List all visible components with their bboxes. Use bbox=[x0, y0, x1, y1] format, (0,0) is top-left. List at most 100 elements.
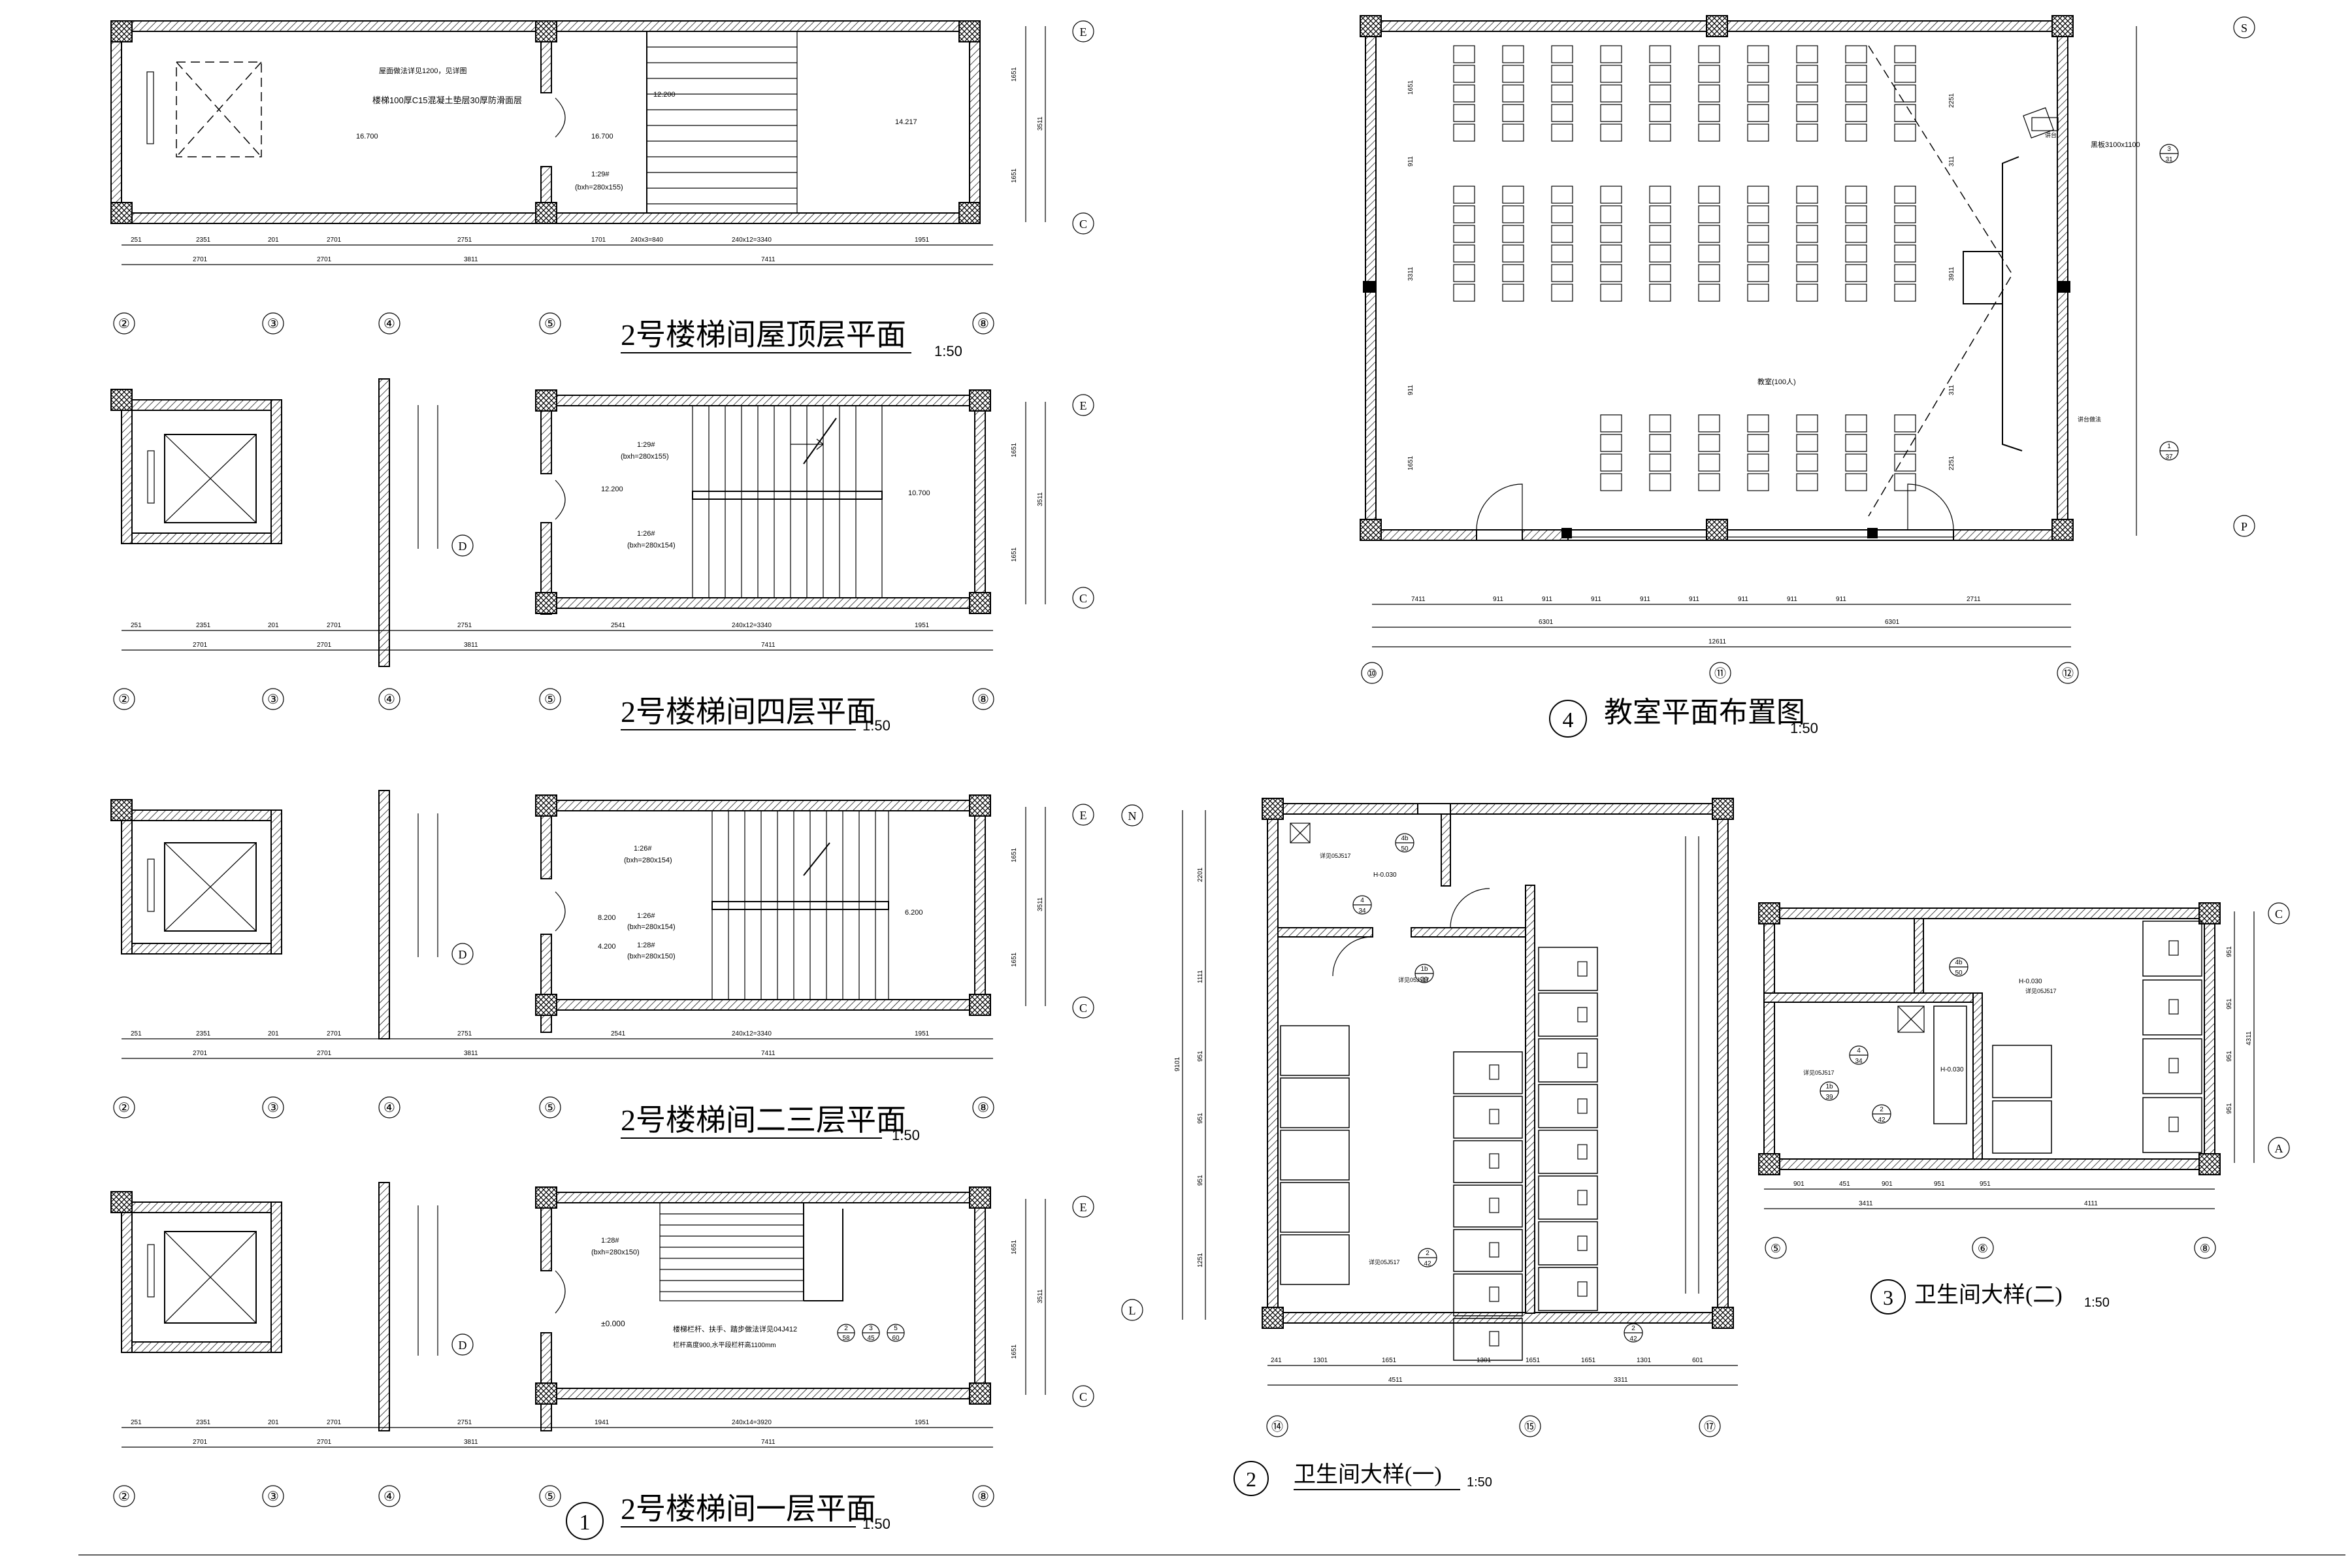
first-dim: 2701 bbox=[317, 1439, 332, 1446]
desk bbox=[1649, 473, 1671, 491]
desk bbox=[1747, 45, 1769, 63]
second-third-stair-bxh-2: (bxh=280x154) bbox=[627, 923, 676, 931]
svg-text:②: ② bbox=[118, 1490, 130, 1504]
toilet-fixture bbox=[2168, 1117, 2179, 1132]
desk bbox=[1845, 434, 1867, 452]
toilet-stall bbox=[1453, 1318, 1523, 1361]
desk bbox=[1649, 186, 1671, 204]
desk bbox=[1649, 205, 1671, 223]
second-third-stair-label-28: 1:28# bbox=[637, 941, 655, 949]
fourth-plan-title: 2号楼梯间四层平面 bbox=[621, 695, 876, 728]
second-third-stair-bxh-150: (bxh=280x150) bbox=[627, 953, 676, 960]
toilet-stall bbox=[1538, 1267, 1598, 1311]
toilet-stall bbox=[1453, 1229, 1523, 1272]
classroom-title: 教室平面布置图 bbox=[1604, 696, 1805, 728]
desk bbox=[1894, 434, 1916, 452]
toilet-fixture bbox=[1577, 1144, 1588, 1160]
toilet-stall bbox=[2142, 921, 2202, 977]
svg-text:③: ③ bbox=[267, 1490, 279, 1504]
classroom-detail-refs: 3 31 1 37 bbox=[2159, 144, 2179, 461]
toilet-stall bbox=[1538, 1038, 1598, 1083]
svg-text:⑤: ⑤ bbox=[544, 1490, 556, 1504]
svg-text:34: 34 bbox=[1855, 1058, 1863, 1065]
svg-text:E: E bbox=[1080, 1201, 1087, 1214]
desk bbox=[1747, 123, 1769, 142]
svg-text:42: 42 bbox=[1878, 1117, 1886, 1124]
roof-elev-16700-b: 16.700 bbox=[591, 133, 613, 140]
first-detail-refs: 2 58 3 45 5 60 bbox=[837, 1324, 905, 1342]
svg-text:1651: 1651 bbox=[1407, 455, 1414, 470]
first-axis-bubbles: ② ③ ④ ⑤ ⑧ E C D bbox=[113, 1196, 1094, 1507]
svg-text:39: 39 bbox=[1420, 976, 1428, 983]
desk bbox=[1551, 45, 1573, 63]
desk bbox=[1600, 434, 1622, 452]
desk bbox=[1894, 84, 1916, 103]
svg-text:1111: 1111 bbox=[1197, 970, 1204, 983]
svg-text:39: 39 bbox=[1825, 1094, 1833, 1101]
fourth-dim: 3811 bbox=[464, 642, 478, 649]
svg-text:⑤: ⑤ bbox=[544, 693, 556, 707]
desk bbox=[1894, 284, 1916, 302]
svg-text:951: 951 bbox=[1197, 1113, 1204, 1124]
t1-note-2: 详见05J517 bbox=[1398, 976, 1429, 983]
toilet-stall bbox=[1538, 1130, 1598, 1174]
t1-note-3: 详见05J517 bbox=[1369, 1258, 1400, 1266]
toilet-1-axis-bubbles: N L ⑭ ⑮ ⑰ bbox=[1121, 804, 1721, 1437]
toilet-detail-2: H-0.030 H-0.030 详见05J517 详见05J517 4 34 1… bbox=[1758, 902, 2290, 1315]
svg-text:50: 50 bbox=[1955, 970, 1963, 977]
desk bbox=[1551, 225, 1573, 243]
first-stair-treads bbox=[660, 1213, 804, 1292]
desk bbox=[1453, 45, 1475, 63]
fourth-dim: 1951 bbox=[915, 622, 930, 629]
desk bbox=[1747, 453, 1769, 472]
second-third-plan-scale: 1:50 bbox=[892, 1127, 920, 1143]
desk bbox=[1894, 123, 1916, 142]
toilet-2-detail-refs: 4 34 1b 39 2 42 4b 50 bbox=[1820, 957, 1968, 1124]
desk bbox=[1698, 244, 1720, 263]
first-elev-0000: ±0.000 bbox=[601, 1319, 625, 1328]
t1-note-1: 详见05J517 bbox=[1320, 852, 1351, 859]
roof-dim: 2351 bbox=[196, 237, 211, 244]
desk bbox=[1894, 453, 1916, 472]
classroom-desk-label: 讲台 bbox=[2045, 131, 2057, 139]
second-third-stair-treads bbox=[728, 811, 876, 1000]
roof-elev-12200: 12.200 bbox=[653, 91, 676, 99]
svg-text:951: 951 bbox=[2226, 1103, 2233, 1114]
roof-stair-bxh: (bxh=280x155) bbox=[575, 184, 623, 191]
desk bbox=[1845, 45, 1867, 63]
desk bbox=[1649, 244, 1671, 263]
roof-dim: 7411 bbox=[761, 256, 776, 263]
svg-text:2251: 2251 bbox=[1948, 93, 1955, 108]
desk bbox=[1502, 123, 1524, 142]
fourth-elev-10700: 10.700 bbox=[908, 489, 930, 497]
desk bbox=[1453, 284, 1475, 302]
svg-text:1651: 1651 bbox=[1382, 1357, 1397, 1364]
svg-text:911: 911 bbox=[1407, 385, 1414, 395]
svg-text:③: ③ bbox=[267, 317, 279, 331]
svg-text:P: P bbox=[2241, 520, 2247, 533]
desk bbox=[1698, 414, 1720, 433]
toilet-stall bbox=[1453, 1184, 1523, 1228]
desk bbox=[1551, 284, 1573, 302]
fourth-stair-label: 1:29# bbox=[637, 441, 655, 449]
fourth-stair-label-26: 1:26# bbox=[637, 530, 655, 538]
second-third-stair-bxh: (bxh=280x154) bbox=[624, 857, 672, 864]
toilet-fixture bbox=[1577, 1190, 1588, 1205]
desk bbox=[1502, 84, 1524, 103]
desk bbox=[1796, 284, 1818, 302]
roof-dim: 1951 bbox=[915, 237, 930, 244]
desk bbox=[1502, 264, 1524, 282]
desk bbox=[1894, 205, 1916, 223]
fourth-dim: 2701 bbox=[317, 642, 332, 649]
svg-text:1: 1 bbox=[2167, 443, 2171, 450]
svg-text:⑪: ⑪ bbox=[1714, 667, 1726, 680]
roof-plan-title: 2号楼梯间屋顶层平面 bbox=[621, 318, 906, 351]
roof-plan-scale: 1:50 bbox=[934, 343, 962, 359]
toilet-2-title: 卫生间大样(二) bbox=[1914, 1282, 2063, 1307]
desk bbox=[1649, 123, 1671, 142]
svg-text:D: D bbox=[459, 1339, 467, 1352]
first-dim: 1651 bbox=[1011, 1344, 1018, 1359]
desk bbox=[1649, 225, 1671, 243]
desk bbox=[1698, 205, 1720, 223]
